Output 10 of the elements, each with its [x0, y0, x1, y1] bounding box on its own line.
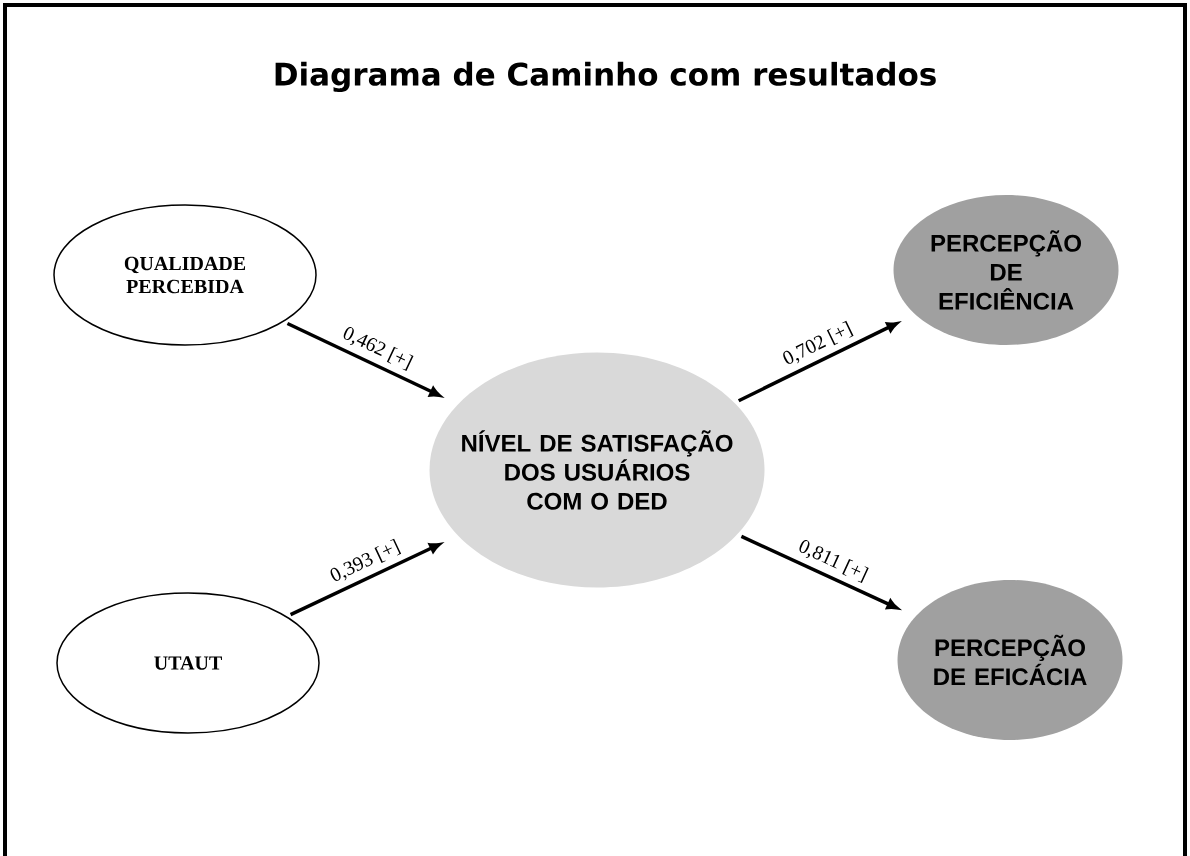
ellipse-node: NÍVEL DE SATISFAÇÃO DOS USUÁRIOS COM O DED: [429, 352, 765, 588]
ellipse-node: PERCEPÇÃO DE EFICIÊNCIA: [893, 195, 1119, 345]
title: Diagrama de Caminho com resultados: [275, 61, 936, 93]
edge-label: 0,811 [+]: [799, 540, 869, 584]
ellipse-node: PERCEPÇÃO DE EFICÁCIA: [897, 580, 1123, 740]
arrow: [737, 321, 899, 403]
ellipse-node: QUALIDADE PERCEBIDA: [53, 204, 317, 346]
arrow: [740, 534, 899, 610]
edge-label: 0,702 [+]: [783, 320, 854, 364]
ellipse-node: UTAUT: [56, 592, 320, 734]
